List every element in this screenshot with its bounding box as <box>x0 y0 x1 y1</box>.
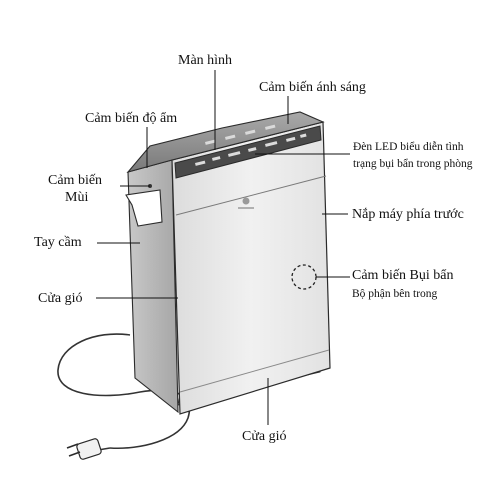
label-den-led-line2: trạng bụi bẩn trong phòng <box>353 158 473 170</box>
label-cam-bien-anh-sang: Cảm biến ánh sáng <box>259 80 366 95</box>
power-cord <box>57 333 191 450</box>
label-nap-may-phia-truoc: Nắp máy phía trước <box>352 207 464 222</box>
front-cover-seam <box>175 175 327 216</box>
handle <box>125 189 163 227</box>
display-strip <box>174 125 322 179</box>
label-cam-bien-bui-ban: Cảm biến Bụi bẩn <box>352 268 454 283</box>
label-man-hinh: Màn hình <box>178 53 233 68</box>
display-indicators <box>195 133 307 166</box>
bottom-vent-seam <box>179 349 330 393</box>
power-plug-icon <box>66 438 111 460</box>
label-den-led-line1: Đèn LED biểu diễn tình <box>353 141 464 153</box>
label-bo-phan-ben-trong: Bộ phận bên trong <box>352 288 438 300</box>
label-cam-bien-do-am: Cảm biến độ ẩm <box>85 111 178 126</box>
label-cua-gio-side: Cửa gió <box>38 291 83 306</box>
label-tay-cam: Tay cầm <box>34 235 82 250</box>
top-panel-buttons <box>204 124 276 145</box>
label-cam-bien-mui-line2: Mùi <box>65 190 89 205</box>
label-cam-bien-mui-line1: Cảm biến <box>48 173 103 188</box>
brand-logo-icon <box>238 197 254 209</box>
label-cua-gio-bottom: Cửa gió <box>242 429 287 444</box>
